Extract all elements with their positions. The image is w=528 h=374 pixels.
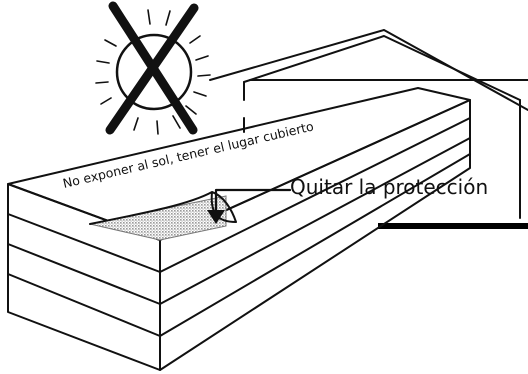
- arrow-down-icon: [207, 188, 292, 224]
- shed-roof-icon: [209, 29, 528, 219]
- crossed-out-x-icon: [105, 1, 199, 135]
- exposed-surface: [89, 195, 227, 241]
- remove-protection-label: Quitar la protección: [290, 175, 488, 199]
